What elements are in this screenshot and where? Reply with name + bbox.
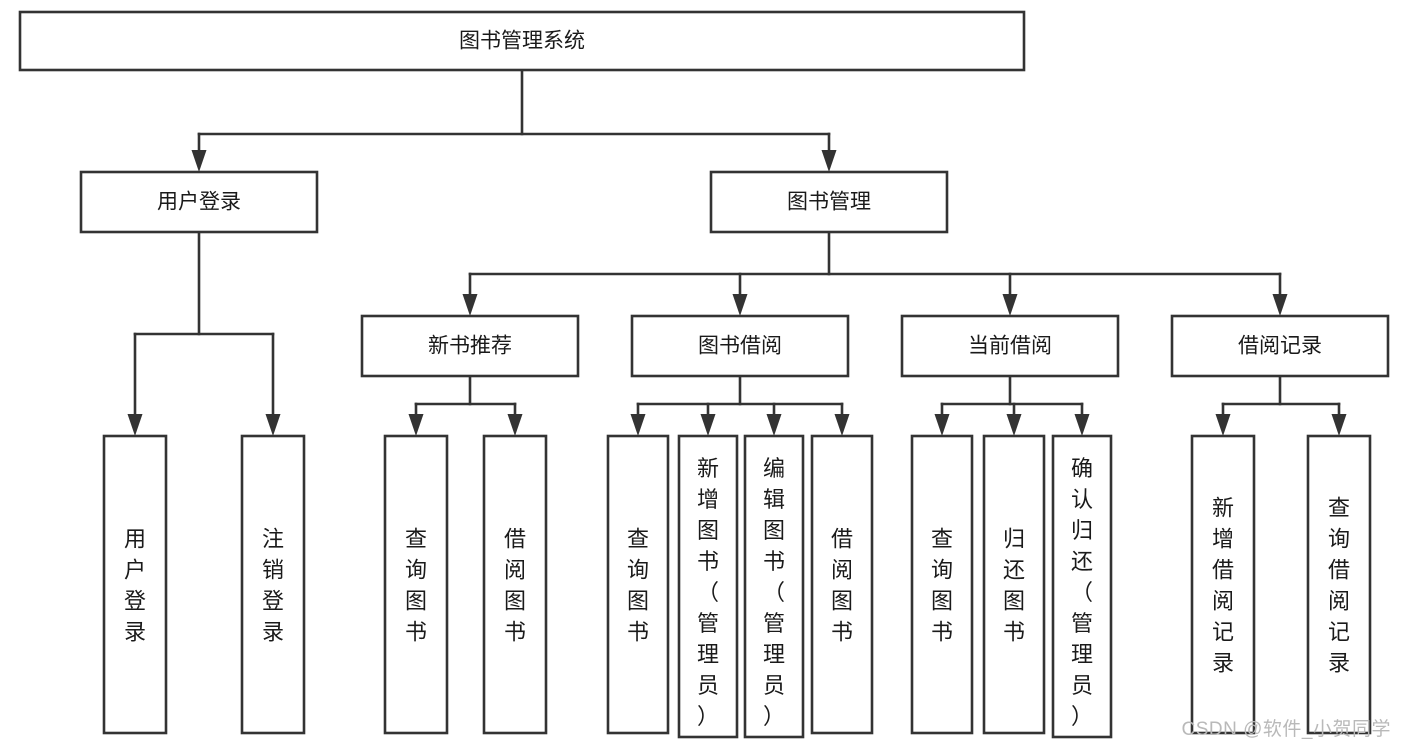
node-leaf-confirm-return-admin[interactable]: 确认归还（管理员） <box>1051 434 1113 739</box>
node-box-leaf-return-book[interactable] <box>982 434 1046 735</box>
node-leaf-user-login[interactable]: 用户登录 <box>102 434 168 735</box>
node-label-leaf-borrow-book: 借阅图书 <box>831 527 853 645</box>
connector-currentborrow-to-leaves <box>934 374 1090 436</box>
node-box-current-borrow[interactable] <box>900 314 1120 378</box>
connector-lines-layer <box>127 68 1347 436</box>
connector-userlogin-to-leaves <box>127 230 281 436</box>
node-leaf-edit-book-admin[interactable]: 编辑图书（管理员） <box>743 434 805 739</box>
node-boxes-layer: 图书管理系统用户登录图书管理新书推荐图书借阅当前借阅借阅记录用户登录注销登录查询… <box>18 10 1390 739</box>
node-label-borrow-record: 借阅记录 <box>1238 335 1322 358</box>
node-leaf-borrow-book[interactable]: 借阅图书 <box>810 434 874 735</box>
node-leaf-add-book-admin[interactable]: 新增图书（管理员） <box>677 434 739 739</box>
node-box-leaf-query-borrow-record[interactable] <box>1306 434 1372 735</box>
node-box-user-login[interactable] <box>79 170 319 234</box>
node-label-leaf-logout: 注销登录 <box>262 527 284 645</box>
node-label-new-book-recommend: 新书推荐 <box>428 335 512 358</box>
connector-bookborrow-to-leaves <box>630 374 850 436</box>
node-box-book-manage[interactable] <box>709 170 949 234</box>
node-box-leaf-add-borrow-record[interactable] <box>1190 434 1256 735</box>
connector-borrowrecord-to-leaves <box>1215 374 1347 436</box>
node-book-manage[interactable]: 图书管理 <box>709 170 949 234</box>
connector-newbook-to-leaves <box>408 374 523 436</box>
node-box-new-book-recommend[interactable] <box>360 314 580 378</box>
node-label-book-manage: 图书管理 <box>787 191 871 214</box>
node-borrow-record[interactable]: 借阅记录 <box>1170 314 1390 378</box>
node-label-leaf-add-book-admin: 新增图书（管理员） <box>697 456 719 729</box>
node-box-book-borrow[interactable] <box>630 314 850 378</box>
node-box-leaf-query-book-cur[interactable] <box>910 434 974 735</box>
node-box-borrow-record[interactable] <box>1170 314 1390 378</box>
node-label-leaf-add-borrow-record: 新增借阅记录 <box>1212 496 1234 676</box>
node-label-book-borrow: 图书借阅 <box>698 335 782 358</box>
node-box-leaf-query-book-rec[interactable] <box>383 434 449 735</box>
node-label-leaf-query-book-borrow: 查询图书 <box>627 527 649 645</box>
node-label-user-login: 用户登录 <box>157 191 241 214</box>
node-user-login[interactable]: 用户登录 <box>79 170 319 234</box>
node-book-borrow[interactable]: 图书借阅 <box>630 314 850 378</box>
node-current-borrow[interactable]: 当前借阅 <box>900 314 1120 378</box>
node-box-root[interactable] <box>18 10 1026 72</box>
node-box-leaf-borrow-book-rec[interactable] <box>482 434 548 735</box>
node-label-leaf-query-book-rec: 查询图书 <box>405 527 427 645</box>
node-leaf-query-book-rec[interactable]: 查询图书 <box>383 434 449 735</box>
node-label-root: 图书管理系统 <box>459 30 585 53</box>
csdn-watermark: CSDN @软件_小贺同学 <box>1181 719 1391 740</box>
node-label-leaf-edit-book-admin: 编辑图书（管理员） <box>763 456 785 729</box>
node-leaf-logout[interactable]: 注销登录 <box>240 434 306 735</box>
node-leaf-query-book-borrow[interactable]: 查询图书 <box>606 434 670 735</box>
node-root[interactable]: 图书管理系统 <box>18 10 1026 72</box>
connector-bookmanage-to-level3 <box>462 230 1288 316</box>
node-leaf-add-borrow-record[interactable]: 新增借阅记录 <box>1190 434 1256 735</box>
connector-root-to-level2 <box>191 68 837 172</box>
node-label-leaf-query-borrow-record: 查询借阅记录 <box>1328 496 1350 676</box>
node-box-leaf-user-login[interactable] <box>102 434 168 735</box>
node-label-current-borrow: 当前借阅 <box>968 335 1052 358</box>
node-box-leaf-add-book-admin[interactable] <box>677 434 739 739</box>
node-label-leaf-return-book: 归还图书 <box>1003 527 1025 645</box>
node-label-leaf-user-login: 用户登录 <box>124 527 146 645</box>
node-label-leaf-borrow-book-rec: 借阅图书 <box>504 527 526 645</box>
node-box-leaf-logout[interactable] <box>240 434 306 735</box>
node-leaf-query-borrow-record[interactable]: 查询借阅记录 <box>1306 434 1372 735</box>
node-box-leaf-edit-book-admin[interactable] <box>743 434 805 739</box>
node-box-leaf-borrow-book[interactable] <box>810 434 874 735</box>
node-leaf-query-book-cur[interactable]: 查询图书 <box>910 434 974 735</box>
node-leaf-return-book[interactable]: 归还图书 <box>982 434 1046 735</box>
node-box-leaf-confirm-return-admin[interactable] <box>1051 434 1113 739</box>
node-new-book-recommend[interactable]: 新书推荐 <box>360 314 580 378</box>
node-leaf-borrow-book-rec[interactable]: 借阅图书 <box>482 434 548 735</box>
node-label-leaf-query-book-cur: 查询图书 <box>931 527 953 645</box>
node-box-leaf-query-book-borrow[interactable] <box>606 434 670 735</box>
node-label-leaf-confirm-return-admin: 确认归还（管理员） <box>1071 456 1093 729</box>
